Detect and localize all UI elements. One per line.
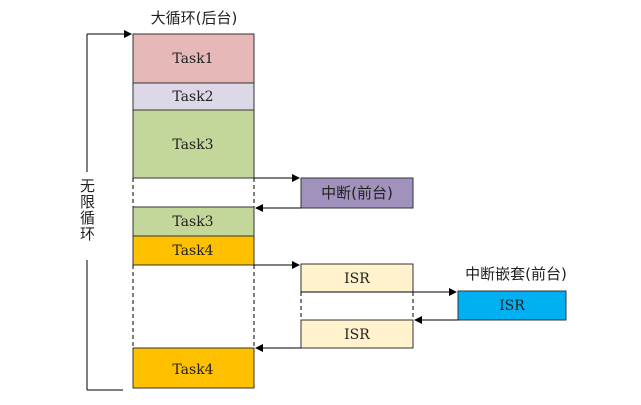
flow-arrows [254,174,458,352]
interrupt-block [300,177,414,209]
task4-label: Task4 [172,243,213,259]
task2-label: Task2 [172,89,213,105]
task4-resume-block [132,347,255,389]
nested-interrupt-title: 中断嵌套(前台) [465,265,567,283]
task3-label: Task3 [172,137,213,153]
nested-isr-block [457,290,567,321]
interrupt-label: 中断(前台) [321,184,393,202]
background-loop-title: 大循环(后台) [151,9,238,27]
task3-resume-block [132,206,255,237]
infinite-loop-bracket [86,30,132,391]
nested-isr-label: ISR [499,298,525,314]
task1-label: Task1 [172,51,213,67]
task4-block [132,235,255,266]
task3-resume-label: Task3 [172,214,213,230]
isr-block [300,263,414,293]
isr-label: ISR [344,271,370,287]
infinite-loop-label: 无限循环 [78,178,96,242]
task1-block [132,33,255,84]
isr-resume-block [300,319,414,349]
gap-dashed-lines [132,178,414,348]
isr-resume-label: ISR [344,327,370,343]
task4-resume-label: Task4 [172,362,213,378]
task3-block [132,109,255,179]
